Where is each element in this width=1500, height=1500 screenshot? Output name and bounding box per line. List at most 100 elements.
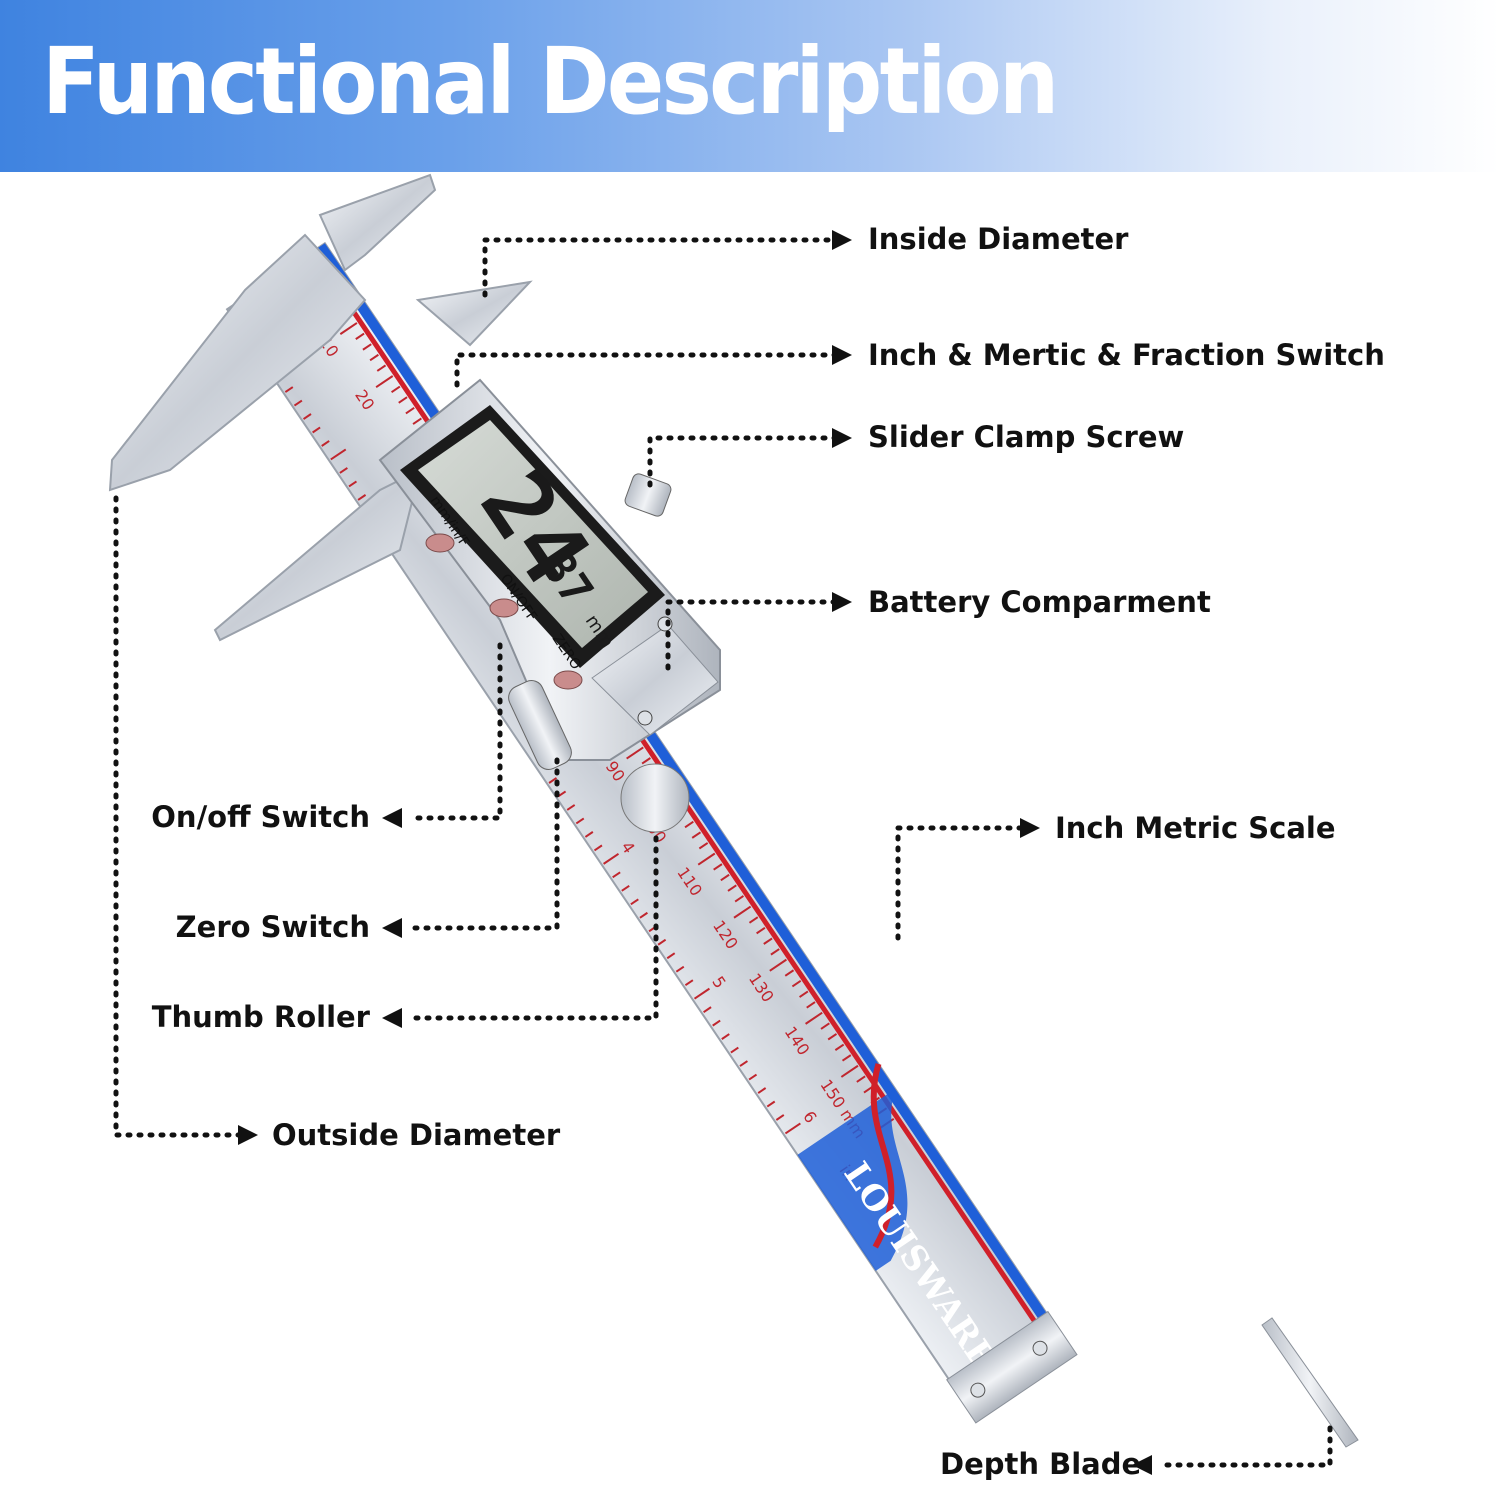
callout-battery <box>665 599 843 671</box>
mm-tick <box>763 937 773 945</box>
label-zero: Zero Switch <box>175 910 370 944</box>
label-switch: Inch & Mertic & Fraction Switch <box>868 338 1385 372</box>
mm-tick <box>339 322 358 335</box>
mm-tick <box>769 958 787 972</box>
inch-tick <box>693 987 710 1000</box>
inch-tick <box>684 979 694 987</box>
thumb-knob[interactable] <box>620 763 690 833</box>
callout-scale <box>895 825 1031 941</box>
mm-tick <box>856 1075 866 1083</box>
inch-tick <box>575 817 585 825</box>
inch-tick <box>621 884 630 892</box>
label-clamp-screw: Slider Clamp Screw <box>868 420 1185 454</box>
arrow-right-icon <box>832 592 852 612</box>
inch-tick <box>703 1006 712 1013</box>
inch-tick <box>593 844 603 852</box>
inch-tick <box>630 898 639 906</box>
inch-tick <box>321 440 330 447</box>
callout-thumb <box>407 835 659 1021</box>
inch-tick <box>666 952 676 960</box>
mm-tick <box>405 406 415 415</box>
mm-tick <box>355 332 365 340</box>
callout-depth <box>1157 1425 1333 1468</box>
mm-tick <box>713 863 723 871</box>
callout-onoff <box>407 642 503 821</box>
mm-tick <box>840 1064 859 1078</box>
inch-tick <box>339 467 348 474</box>
mm-tick <box>691 831 702 839</box>
inch-tick <box>612 871 621 879</box>
sliding-outside-jaw <box>213 468 422 642</box>
inch-tick <box>603 852 620 865</box>
mm-tick <box>698 842 709 850</box>
mm-tick <box>734 895 744 903</box>
mode-button[interactable] <box>425 533 455 553</box>
callout-zero <box>407 757 560 931</box>
callout-lines <box>113 237 1333 1468</box>
inch-tick <box>293 399 303 407</box>
onoff-button[interactable] <box>489 598 519 618</box>
mm-tick <box>697 852 716 866</box>
end-screw <box>1032 1340 1048 1356</box>
inch-tick <box>566 804 576 811</box>
title-banner: Functional Description <box>0 0 1500 172</box>
label-thumb: Thumb Roller <box>151 1000 370 1034</box>
mm-tick <box>841 1054 852 1062</box>
thumb-roller[interactable] <box>505 677 576 774</box>
mm-tick <box>412 417 422 425</box>
inch-tick <box>675 965 685 973</box>
arrow-left-icon <box>382 808 402 828</box>
inch-tick <box>712 1019 721 1027</box>
depth-blade <box>1261 1317 1359 1448</box>
inch-tick <box>348 480 358 488</box>
inch-tick <box>739 1060 748 1067</box>
mm-tick <box>791 980 802 988</box>
mm-tick <box>863 1086 873 1094</box>
arrow-right-icon <box>832 230 852 250</box>
mm-tick <box>748 916 759 924</box>
mm-tick <box>733 905 752 919</box>
inch-tick <box>766 1100 776 1108</box>
arrow-right-icon <box>238 1125 258 1145</box>
arrow-right-icon <box>832 345 852 365</box>
arrow-left-icon <box>1132 1455 1152 1475</box>
inch-tick <box>357 494 367 501</box>
zero-button[interactable] <box>553 670 583 690</box>
mm-tick <box>684 820 694 829</box>
callout-switch <box>454 352 843 388</box>
mm-tick <box>784 969 795 977</box>
label-battery: Battery Comparment <box>868 585 1211 619</box>
inch-tick <box>639 911 648 919</box>
inch-tick <box>302 413 312 420</box>
mm-tick <box>756 926 766 935</box>
mm-tick <box>806 1001 816 1009</box>
slider-clamp-screw[interactable] <box>623 472 672 518</box>
page-title: Functional Description <box>42 28 1059 135</box>
mm-tick <box>799 990 809 998</box>
inch-tick <box>548 777 558 784</box>
mm-tick <box>805 1011 823 1025</box>
end-screw-2 <box>970 1382 986 1398</box>
inch-tick <box>748 1073 758 1081</box>
inch-tick <box>775 1114 785 1121</box>
callout-clamp-screw <box>647 435 843 488</box>
callout-inside-diameter <box>482 237 843 298</box>
sliding-inside-jaw <box>415 280 533 347</box>
mm-tick <box>369 353 379 362</box>
mm-tick <box>362 343 372 351</box>
arrow-left-icon <box>382 1008 402 1028</box>
inch-tick <box>757 1087 767 1094</box>
fixed-inside-jaw <box>318 173 437 272</box>
label-depth: Depth Blade <box>940 1447 1142 1481</box>
label-inside-diameter: Inside Diameter <box>868 222 1129 256</box>
label-scale: Inch Metric Scale <box>1055 811 1336 845</box>
mm-tick <box>770 948 780 956</box>
mm-tick <box>641 757 651 765</box>
inch-tick <box>312 426 321 434</box>
arrow-heads <box>238 230 1152 1475</box>
battery-compartment <box>591 624 719 736</box>
label-onoff: On/off Switch <box>151 800 370 834</box>
inch-tick <box>330 448 347 461</box>
fixed-outside-jaw <box>108 233 367 492</box>
